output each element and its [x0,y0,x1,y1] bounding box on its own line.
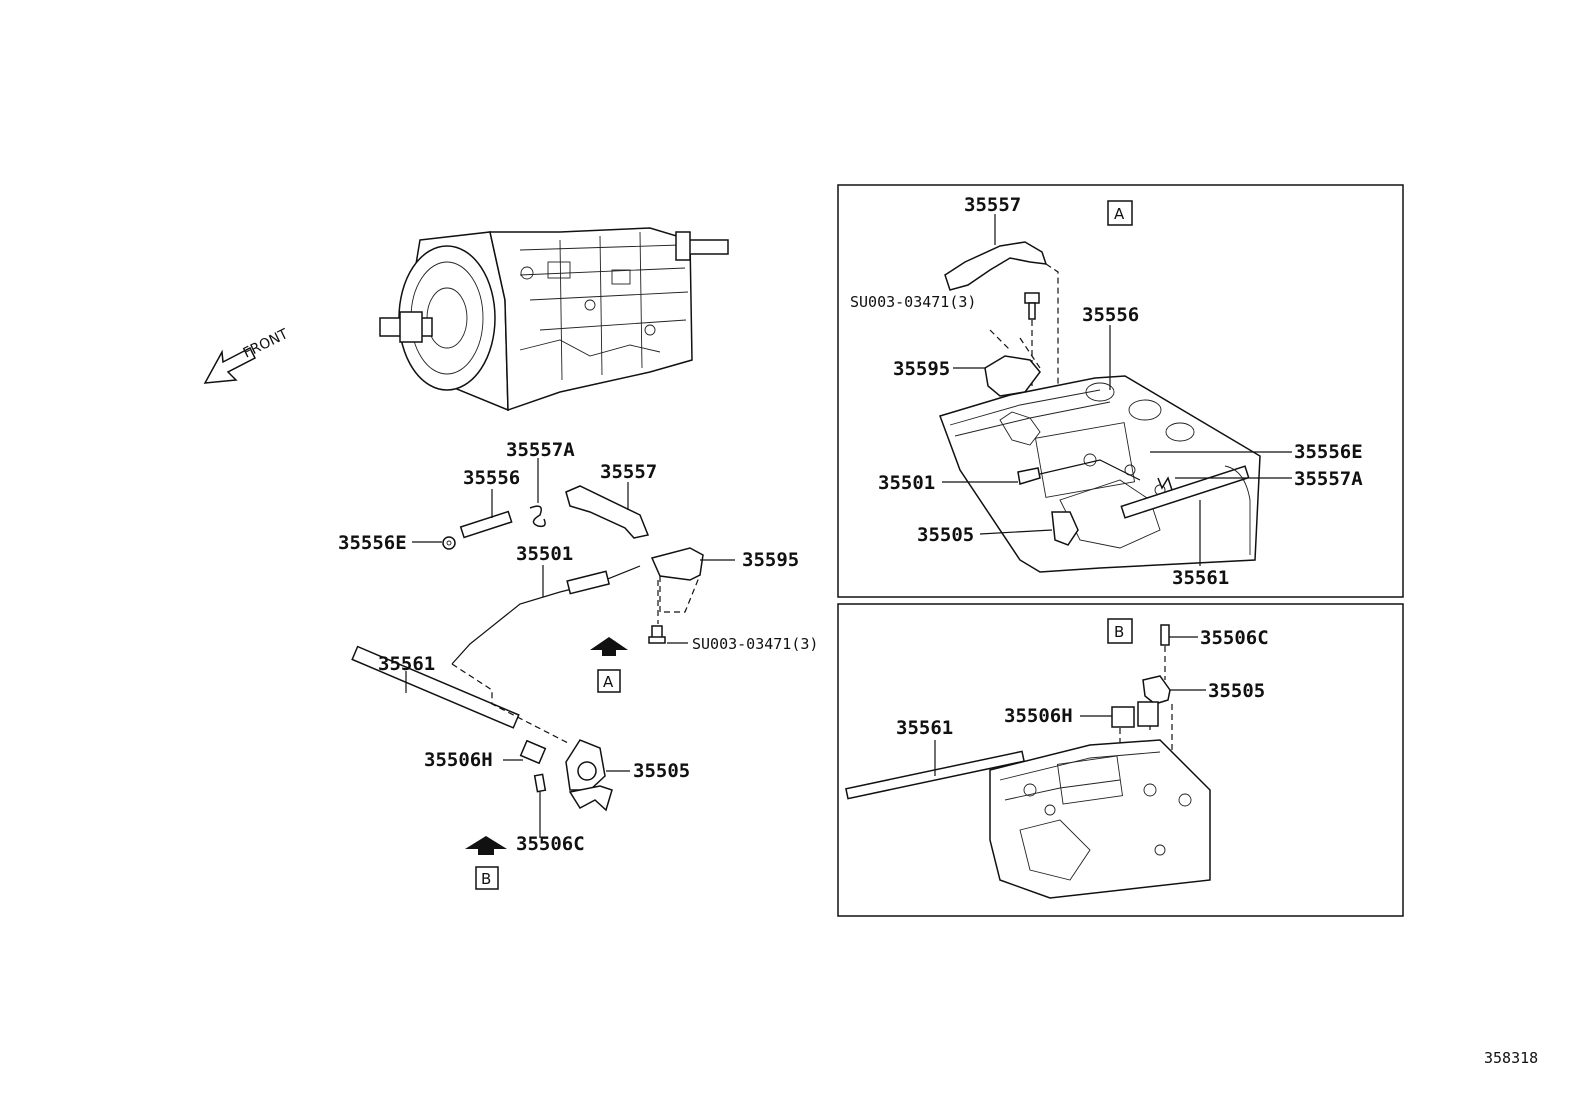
transmission-assembly [379,227,729,412]
detail-a-label-35556: 35556 [1082,304,1139,326]
detail-a-label-35505: 35505 [917,524,974,546]
detail-a-label-35557a: 35557A [1294,468,1363,490]
view-a-arrow [590,637,628,656]
detail-b-label-35561: 35561 [896,717,953,739]
label-35556e: 35556E [338,532,407,554]
label-35557: 35557 [600,461,657,483]
detail-b-label-35505: 35505 [1208,680,1265,702]
label-35505: 35505 [633,760,690,782]
label-35556: 35556 [463,467,520,489]
detail-a-label-35557: 35557 [964,194,1021,216]
main-labels: 35557A 35556 35557 35556E 35501 35595 SU… [338,439,818,888]
label-35557a: 35557A [506,439,575,461]
detail-b-key: B [1114,623,1124,641]
detail-a-panel: A [837,184,1404,598]
view-a-key-box [597,669,621,693]
front-arrow: FRONT [203,326,291,384]
view-b-arrow [465,836,507,855]
detail-a-label-35556e: 35556E [1294,441,1363,463]
detail-a-label-35501: 35501 [878,472,935,494]
label-35506h: 35506H [424,749,493,771]
detail-a-label-bolt: SU003-03471(3) [850,293,976,311]
detail-b-panel: B 35506C 35505 35561 35506H [837,603,1404,917]
detail-a-label-35595: 35595 [893,358,950,380]
front-label: FRONT [241,326,291,362]
detail-a-label-35561: 35561 [1172,567,1229,589]
exploded-view [351,458,735,890]
view-b-key-box [475,866,499,890]
label-bolt: SU003-03471(3) [692,635,818,653]
view-a-key: A [603,673,614,691]
figure-ref-number: 358318 [1484,1049,1538,1067]
detail-b-label-35506h: 35506H [1004,705,1073,727]
view-b-key: B [481,870,491,888]
label-35561: 35561 [378,653,435,675]
label-35595: 35595 [742,549,799,571]
label-35501: 35501 [516,543,573,565]
detail-b-label-35506c: 35506C [1200,627,1269,649]
detail-a-key: A [1114,205,1125,223]
label-35506c: 35506C [516,833,585,855]
